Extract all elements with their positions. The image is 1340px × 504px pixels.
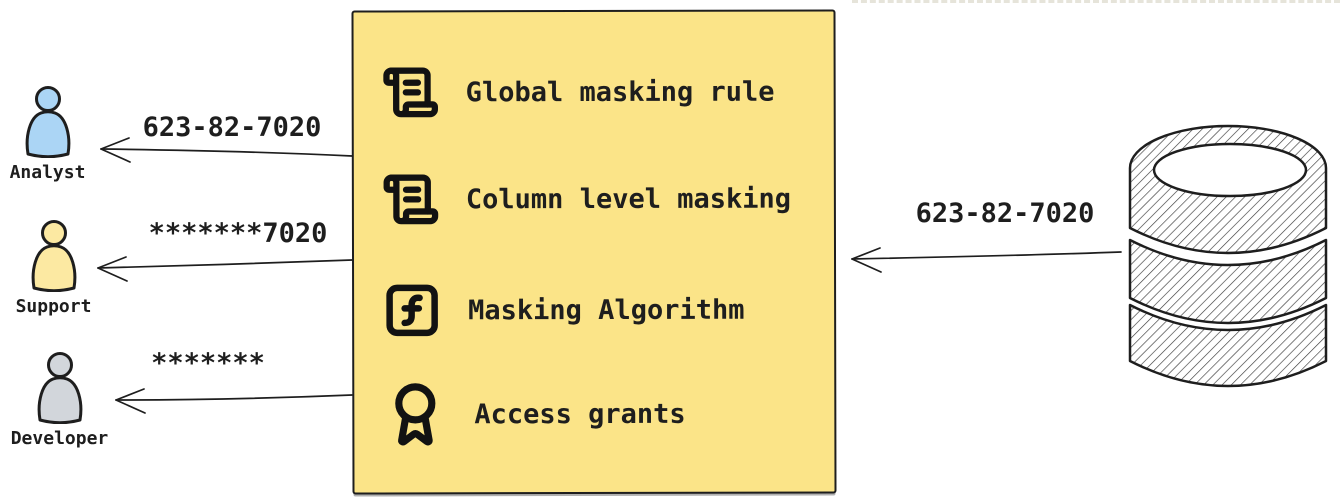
function-square-icon xyxy=(382,280,442,340)
masking-box-item-label: Masking Algorithm xyxy=(468,294,745,326)
actor-support: Support xyxy=(6,220,101,317)
actor-analyst-label: Analyst xyxy=(9,162,86,183)
arrow-db-to-box xyxy=(851,247,1122,273)
analyst-arrow-value: 623-82-7020 xyxy=(142,112,322,143)
arrow-to-support xyxy=(97,256,353,282)
award-icon xyxy=(382,379,448,449)
scroll-text-icon xyxy=(382,170,440,228)
actor-developer-label: Developer xyxy=(10,428,109,449)
developer-arrow-value: ******* xyxy=(151,348,265,379)
masking-box-item-label: Access grants xyxy=(474,398,686,430)
scroll-text-icon xyxy=(382,63,440,121)
database-icon xyxy=(1126,122,1330,394)
support-arrow-value: *******7020 xyxy=(148,218,328,249)
masking-box-row: Column level masking xyxy=(382,167,791,232)
actor-support-label: Support xyxy=(15,296,92,317)
database-arrow-value: 623-82-7020 xyxy=(915,198,1095,229)
arrow-to-developer xyxy=(115,388,353,414)
actor-developer: Developer xyxy=(8,352,111,449)
person-icon xyxy=(37,352,82,424)
masking-rules-box: Global masking rule Column level masking… xyxy=(351,9,837,495)
person-icon xyxy=(31,220,76,292)
actor-analyst: Analyst xyxy=(0,86,95,183)
person-icon xyxy=(25,86,70,158)
masking-box-item-label: Global masking rule xyxy=(465,76,775,108)
masking-box-item-label: Column level masking xyxy=(465,183,792,215)
masking-box-row: Global masking rule xyxy=(382,60,775,125)
top-dashed-line xyxy=(852,0,1340,3)
masking-box-row: Access grants xyxy=(382,379,686,449)
masking-box-row: Masking Algorithm xyxy=(382,278,744,343)
